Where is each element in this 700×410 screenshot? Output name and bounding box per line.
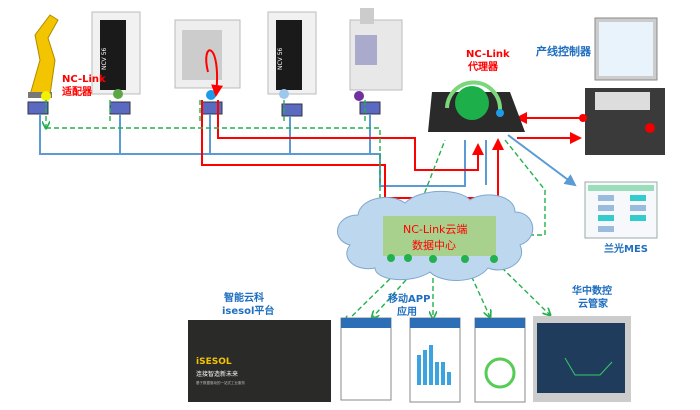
cnc-machine-3: NCV 56 — [267, 11, 317, 95]
cloud-label: NC-Link云端 — [403, 223, 467, 236]
proxy-label: NC-Link — [466, 49, 510, 60]
isesol-brand: iSESOL — [196, 357, 232, 367]
cloud-data-center — [337, 190, 534, 281]
adapter-label: 适配器 — [62, 85, 93, 98]
isesol-label: isesol平台 — [222, 304, 274, 317]
mobile-app-screens[interactable] — [340, 317, 526, 403]
isesol-slogan: 连接智造新未来 — [196, 370, 238, 378]
app-label: 移动APP — [388, 292, 430, 305]
hnc-label: 华中数控 — [572, 284, 612, 297]
cnc-machine-1: NCV 56 — [91, 11, 141, 95]
adapter-label: NC-Link — [62, 74, 106, 85]
proxy-label: 代理器 — [467, 60, 499, 73]
machine-model-label: NCV 56 — [101, 47, 108, 70]
machine-model-label: NCV 56 — [277, 47, 284, 70]
hnc-cloud-manager-screen[interactable] — [533, 316, 631, 402]
labels: NC-Link 适配器 NC-Link 代理器 产线控制器 兰光MES NC-L… — [62, 44, 648, 318]
app-label: 应用 — [397, 305, 417, 318]
cloud-label: 数据中心 — [412, 238, 456, 252]
line-controller-device[interactable] — [579, 17, 665, 155]
cnc-machine-4 — [349, 8, 403, 91]
nc-link-proxy-device[interactable] — [428, 80, 525, 132]
robot-arm — [28, 14, 59, 98]
cnc-machine-2 — [174, 19, 241, 89]
mes-panel — [584, 181, 658, 239]
hnc-label: 云管家 — [578, 297, 609, 310]
red-control-links — [201, 49, 583, 199]
line-controller-label: 产线控制器 — [536, 44, 592, 58]
mes-label: 兰光MES — [604, 242, 648, 255]
isesol-platform-screen[interactable]: iSESOL 连接智造新未来 基于数据驱动的一站式工业服务 — [188, 320, 331, 402]
isesol-label: 智能云科 — [224, 291, 264, 304]
machine-status-dots — [41, 89, 364, 101]
isesol-subtitle: 基于数据驱动的一站式工业服务 — [196, 380, 245, 385]
adapter-boxes — [27, 101, 381, 117]
